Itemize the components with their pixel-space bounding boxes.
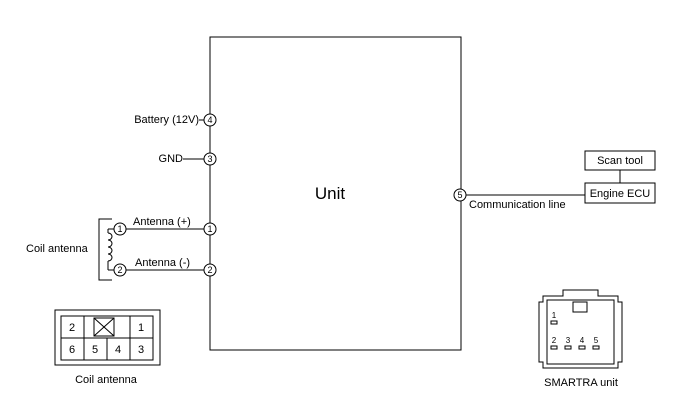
smartra-caption: SMARTRA unit — [544, 377, 618, 389]
smartra-pin-5: 5 — [594, 336, 599, 345]
blanked-cavity — [93, 317, 115, 337]
pin-3-number: 3 — [207, 154, 212, 164]
coil-connector — [54, 309, 161, 366]
pin-2-number: 2 — [207, 265, 212, 275]
smartra-pin-4: 4 — [580, 336, 585, 345]
coil-conn-cell-4: 4 — [115, 344, 121, 356]
coil-pin-1-number: 1 — [117, 224, 122, 234]
coil-antenna-symbol — [98, 218, 114, 281]
pin-5-number: 5 — [457, 190, 462, 200]
scan-tool-box — [584, 150, 656, 171]
smartra-pin-2: 2 — [552, 336, 557, 345]
coil-connector-caption: Coil antenna — [75, 374, 138, 386]
coil-antenna-label: Coil antenna — [26, 243, 89, 255]
smartra-connector — [538, 289, 623, 369]
pin-1-number: 1 — [207, 224, 212, 234]
unit-label: Unit — [315, 184, 346, 203]
communication-line-label: Communication line — [469, 199, 566, 211]
coil-conn-cell-5: 5 — [92, 344, 98, 356]
smartra-pin-1: 1 — [552, 311, 557, 320]
antenna-minus-label: Antenna (-) — [135, 257, 190, 269]
gnd-label: GND — [159, 153, 184, 165]
coil-pin-2-number: 2 — [117, 265, 122, 275]
coil-pin-2-circle — [113, 263, 127, 277]
scan-tool-label: Scan tool — [597, 155, 643, 167]
smartra-pin-3: 3 — [566, 336, 571, 345]
coil-conn-cell-1: 1 — [138, 322, 144, 334]
antenna-plus-label: Antenna (+) — [133, 216, 191, 228]
pin-1-circle — [203, 222, 217, 236]
coil-conn-cell-2: 2 — [69, 322, 75, 334]
pin-3-circle — [203, 152, 217, 166]
coil-conn-cell-6: 6 — [69, 344, 75, 356]
engine-ecu-label: Engine ECU — [590, 188, 651, 200]
pin-4-circle — [203, 113, 217, 127]
pin-2-circle — [203, 263, 217, 277]
coil-conn-cell-3: 3 — [138, 344, 144, 356]
coil-pin-1-circle — [113, 222, 127, 236]
pin-4-number: 4 — [207, 115, 212, 125]
battery-label: Battery (12V) — [134, 114, 199, 126]
